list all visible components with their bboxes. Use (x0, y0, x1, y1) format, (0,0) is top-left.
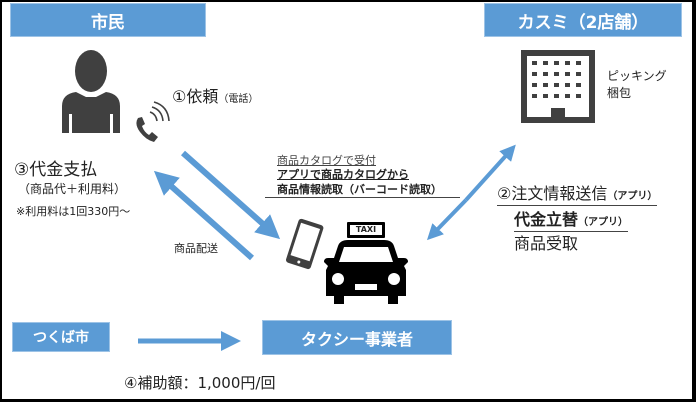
citizen-box: 市民 (10, 3, 206, 37)
step2-line1: ②注文情報送信（アプリ） (497, 180, 658, 206)
tsukuba-box: つくば市 (12, 322, 110, 352)
smartphone-icon (286, 218, 324, 270)
step1-main: ①依頼 (172, 87, 219, 106)
kasumi-box: カスミ（2店舗） (484, 3, 682, 37)
phone-icon (136, 101, 170, 142)
packing-label: 梱包 (607, 86, 632, 100)
taxi-sign-text: TAXI (355, 225, 377, 234)
delivery-arrow (153, 170, 254, 261)
step2-line3: 商品受取 (514, 234, 579, 253)
request-arrow (181, 150, 281, 240)
building-icon (521, 50, 595, 123)
person-icon (62, 50, 120, 133)
step1-sub: （電話） (218, 94, 259, 105)
citizen-label: 市民 (91, 12, 125, 33)
center-line3: 商品情報読取（バーコード読取） (277, 183, 442, 196)
step2-line1-main: ②注文情報送信 (497, 184, 608, 203)
center-line2: アプリで商品カタログから (277, 168, 409, 181)
center-underline (265, 197, 460, 198)
taxi-company-label: タクシー事業者 (300, 329, 413, 349)
step2-line2-main: 代金立替 (514, 210, 579, 229)
kasumi-label: カスミ（2店舗） (517, 12, 649, 33)
taxi-icon (324, 222, 408, 304)
step4-label: ④補助額：1,000円/回 (124, 374, 276, 392)
step1-label: ①依頼（電話） (172, 83, 258, 107)
delivery-label: 商品配送 (174, 242, 218, 255)
tsukuba-label: つくば市 (33, 330, 89, 346)
order-arrow-down (426, 198, 468, 241)
taxi-company-box: タクシー事業者 (262, 320, 452, 355)
step3-note: ※利用料は1回330円～ (16, 205, 131, 218)
step3-sub: （商品代＋利用料） (18, 182, 127, 196)
step2-line2-sub: （アプリ） (578, 217, 629, 228)
step2-line1-sub: （アプリ） (607, 191, 658, 202)
center-line1: 商品カタログで受付 (277, 154, 376, 167)
order-arrow-up (464, 144, 516, 202)
picking-label: ピッキング (607, 69, 667, 83)
step2-line2: 代金立替（アプリ） (514, 206, 629, 232)
step3-main: ③代金支払 (14, 160, 98, 180)
